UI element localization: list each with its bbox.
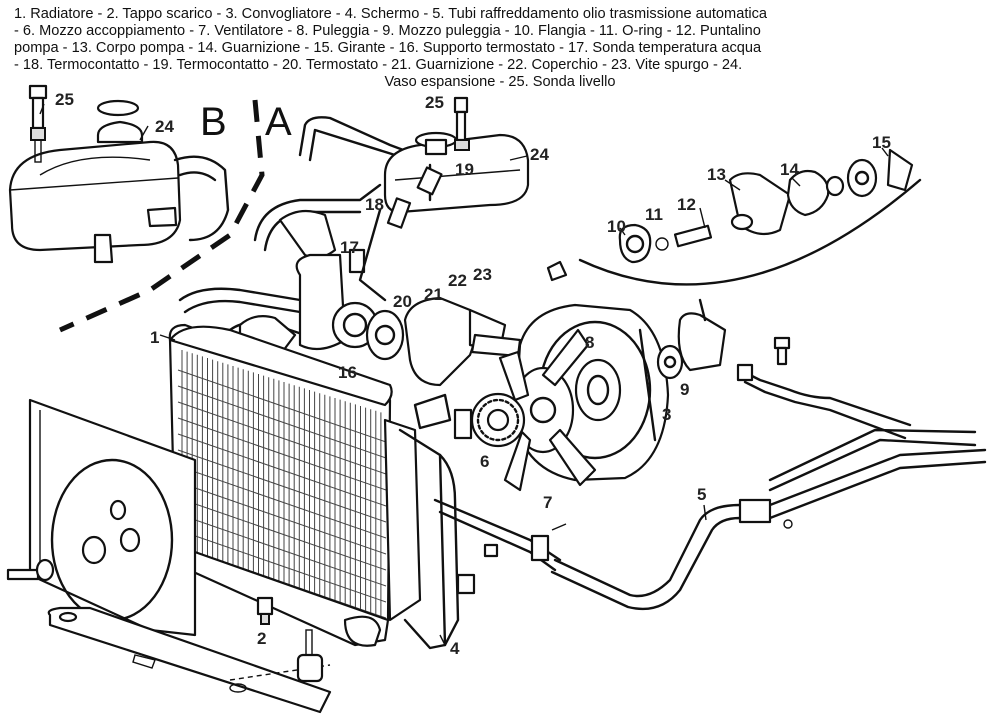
radiator-tube bbox=[177, 465, 387, 539]
pulley bbox=[574, 358, 622, 422]
radiator-tube bbox=[177, 449, 387, 523]
legend-line: 1. Radiatore - 2. Tappo scarico - 3. Con… bbox=[14, 6, 768, 22]
callout-10: 10 bbox=[607, 217, 626, 236]
upper-hoses bbox=[178, 116, 432, 342]
callout-20: 20 bbox=[393, 292, 412, 311]
callout-9: 9 bbox=[680, 380, 689, 399]
callout-16: 16 bbox=[338, 363, 357, 382]
radiator bbox=[168, 323, 422, 647]
fan-blades bbox=[498, 328, 597, 492]
callout-11: 11 bbox=[645, 205, 663, 224]
section-label-b: B bbox=[200, 100, 227, 144]
legend-line: pompa - 13. Corpo pompa - 14. Guarnizion… bbox=[14, 40, 762, 56]
callout-12: 12 bbox=[677, 195, 696, 214]
section-label-a: A bbox=[265, 100, 292, 144]
coupling-hub bbox=[413, 392, 526, 448]
legend-line: Vaso espansione - 25. Sonda livello bbox=[384, 74, 616, 90]
temperature-sensors bbox=[348, 163, 443, 302]
pulley-hub bbox=[656, 344, 684, 380]
callout-24-detail-b: 24 bbox=[155, 117, 174, 136]
callout-3: 3 bbox=[662, 405, 671, 424]
callout-23: 23 bbox=[473, 265, 492, 284]
callout-19: 19 bbox=[455, 160, 474, 179]
front-fan-shroud bbox=[28, 398, 197, 637]
radiator-tube bbox=[177, 369, 387, 443]
section-divider-line bbox=[58, 99, 265, 333]
transmission-oil-tubes bbox=[433, 336, 987, 611]
callout-25-detail-b: 25 bbox=[55, 90, 74, 109]
callout-13: 13 bbox=[707, 165, 726, 184]
callout-2: 2 bbox=[257, 629, 266, 648]
radiator-tube bbox=[177, 481, 387, 555]
radiator-tube bbox=[177, 497, 387, 571]
callout-7: 7 bbox=[543, 493, 552, 512]
leader-lines bbox=[39, 103, 889, 646]
callout-24-tank-a: 24 bbox=[530, 145, 549, 164]
rubber-mount bbox=[296, 629, 324, 683]
mount-bolt bbox=[6, 558, 55, 582]
level-sensor-a bbox=[453, 96, 470, 151]
expansion-tank-detail-b bbox=[8, 99, 230, 264]
legend-line: - 18. Termocontatto - 19. Termocontatto … bbox=[14, 57, 743, 73]
radiator-tube bbox=[177, 529, 387, 603]
radiator-tube bbox=[177, 401, 387, 475]
callout-4: 4 bbox=[450, 639, 460, 658]
callout-5: 5 bbox=[697, 485, 706, 504]
callout-17: 17 bbox=[340, 238, 359, 257]
callout-1: 1 bbox=[150, 328, 159, 347]
legend-line: - 6. Mozzo accoppiamento - 7. Ventilator… bbox=[14, 23, 761, 39]
radiator-tube bbox=[177, 513, 387, 587]
level-sensor-b bbox=[28, 84, 48, 163]
callout-8: 8 bbox=[585, 333, 594, 352]
radiator-tube bbox=[177, 385, 387, 459]
radiator-tube bbox=[177, 417, 387, 491]
parts-legend: 1. Radiatore - 2. Tappo scarico - 3. Con… bbox=[14, 6, 986, 91]
callout-21: 21 bbox=[424, 285, 443, 304]
radiator-tube bbox=[177, 433, 387, 507]
callout-14: 14 bbox=[780, 160, 799, 179]
callout-labels: 1 2 3 4 5 6 7 8 9 10 11 12 13 14 15 16 1… bbox=[55, 90, 891, 658]
callout-15: 15 bbox=[872, 133, 891, 152]
expansion-tank-a bbox=[383, 131, 530, 214]
callout-25-tank-a: 25 bbox=[425, 93, 444, 112]
water-pump-exploded bbox=[578, 148, 922, 372]
drain-plug bbox=[256, 596, 274, 625]
callout-18: 18 bbox=[365, 195, 384, 214]
callout-22: 22 bbox=[448, 271, 467, 290]
callout-6: 6 bbox=[480, 452, 489, 471]
